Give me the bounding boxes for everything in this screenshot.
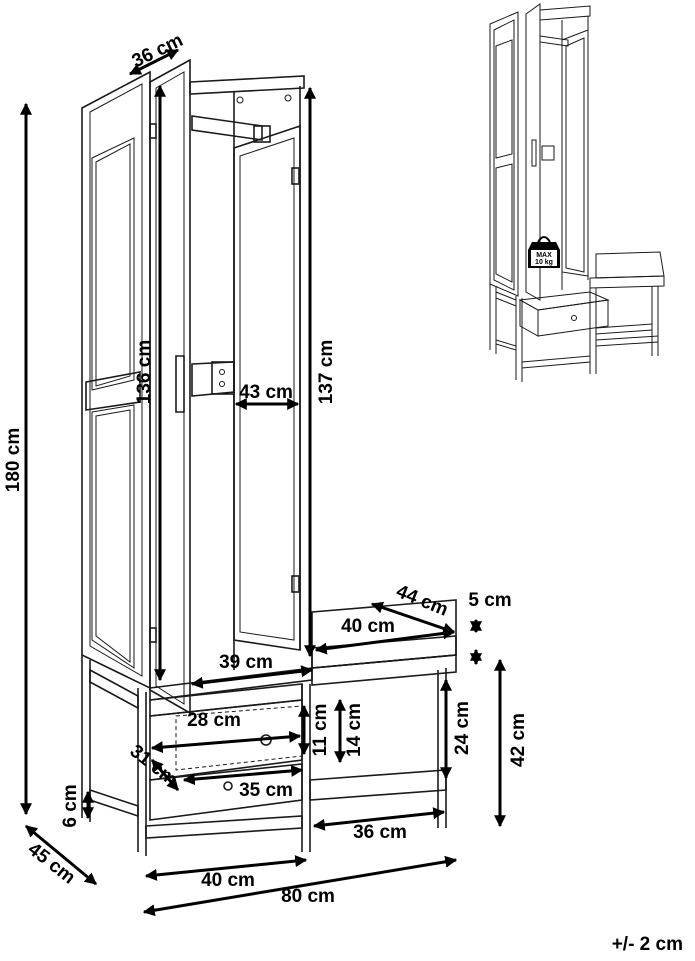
label-leg: 6 cm bbox=[60, 784, 81, 827]
label-door-height: 136 cm bbox=[134, 340, 155, 404]
wardrobe-drawing bbox=[81, 58, 457, 856]
label-bench-lower-width: 36 cm bbox=[353, 822, 407, 843]
label-drawer-space: 14 cm bbox=[344, 703, 365, 757]
label-shelf-height: 24 cm bbox=[452, 701, 473, 755]
weight-line-2: 10 kg bbox=[535, 259, 553, 266]
label-compartment-width: 39 cm bbox=[219, 652, 273, 673]
label-total-width: 80 cm bbox=[281, 886, 335, 907]
label-wardrobe-width: 40 cm bbox=[201, 870, 255, 891]
label-drawer-height: 11 cm bbox=[310, 704, 331, 757]
thumbnail-drawing: MAX 10 kg bbox=[489, 3, 665, 382]
label-inner-width: 43 cm bbox=[239, 382, 293, 403]
label-drawer-width: 28 cm bbox=[187, 710, 241, 731]
label-bench-height: 42 cm bbox=[508, 713, 529, 767]
weight-line-1: MAX bbox=[536, 252, 552, 259]
label-bench-width: 40 cm bbox=[341, 616, 395, 637]
label-inner-height: 137 cm bbox=[316, 340, 337, 404]
max-weight-icon: MAX 10 kg bbox=[528, 236, 560, 268]
tolerance-note: +/- 2 cm bbox=[611, 934, 683, 955]
label-height-total: 180 cm bbox=[3, 428, 24, 492]
dimension-arrows bbox=[20, 48, 506, 917]
label-cushion: 5 cm bbox=[468, 590, 511, 611]
label-drawer-bottom: 35 cm bbox=[239, 780, 293, 801]
